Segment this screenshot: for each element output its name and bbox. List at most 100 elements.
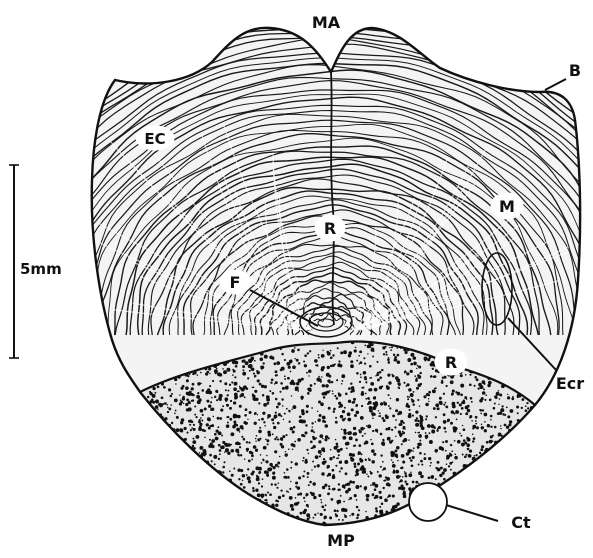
stipple-dot <box>474 376 477 379</box>
stipple-dot <box>265 494 267 496</box>
stipple-dot <box>222 471 224 473</box>
stipple-dot <box>318 354 320 356</box>
stipple-dot <box>420 418 424 422</box>
stipple-dot <box>507 394 508 395</box>
stipple-dot <box>454 456 458 460</box>
stipple-dot <box>521 398 524 401</box>
stipple-dot <box>317 365 318 366</box>
stipple-dot <box>515 491 518 494</box>
stipple-dot <box>490 510 494 514</box>
stipple-dot <box>277 462 280 465</box>
stipple-dot <box>506 455 508 457</box>
stipple-dot <box>255 449 258 452</box>
stipple-dot <box>460 393 463 396</box>
stipple-dot <box>211 481 214 484</box>
stipple-dot <box>213 455 217 459</box>
stipple-dot <box>219 417 222 420</box>
stipple-dot <box>423 457 426 460</box>
stipple-dot <box>255 441 256 442</box>
stipple-dot <box>320 454 322 456</box>
stipple-dot <box>253 524 256 527</box>
stipple-dot <box>385 428 388 431</box>
stipple-dot <box>527 432 529 434</box>
stipple-dot <box>252 395 255 398</box>
stipple-dot <box>390 451 394 455</box>
stipple-dot <box>274 516 278 520</box>
stipple-dot <box>258 419 260 421</box>
stipple-dot <box>373 453 376 456</box>
stipple-dot <box>365 393 367 395</box>
stipple-dot <box>280 489 282 491</box>
stipple-dot <box>148 428 150 430</box>
stipple-dot <box>501 489 503 491</box>
stipple-dot <box>222 466 225 469</box>
stipple-dot <box>314 359 318 363</box>
stipple-dot <box>521 407 523 409</box>
stipple-dot <box>398 411 402 415</box>
stipple-dot <box>298 476 301 479</box>
stipple-dot <box>475 423 477 425</box>
stipple-dot <box>413 447 415 449</box>
stipple-dot <box>374 488 377 491</box>
stipple-dot <box>180 401 183 404</box>
stipple-dot <box>202 526 204 528</box>
stipple-dot <box>477 387 479 389</box>
stipple-dot <box>154 392 156 394</box>
stipple-dot <box>415 410 418 413</box>
stipple-dot <box>338 454 340 456</box>
stipple-dot <box>171 393 173 395</box>
stipple-dot <box>278 482 280 484</box>
stipple-dot <box>230 497 231 498</box>
stipple-dot <box>386 523 388 525</box>
stipple-dot <box>399 481 401 483</box>
stipple-dot <box>419 440 421 442</box>
stipple-dot <box>512 505 515 508</box>
stipple-dot <box>347 418 351 422</box>
stipple-dot <box>227 494 229 496</box>
stipple-dot <box>197 374 199 376</box>
stipple-dot <box>533 452 536 455</box>
stipple-dot <box>275 381 278 384</box>
stipple-dot <box>211 460 213 462</box>
stipple-dot <box>221 445 225 449</box>
stipple-dot <box>459 403 462 406</box>
stipple-dot <box>278 413 281 416</box>
stipple-dot <box>285 477 287 479</box>
stipple-dot <box>174 455 178 459</box>
stipple-dot <box>328 485 330 487</box>
stipple-dot <box>183 446 186 449</box>
stipple-dot <box>379 474 382 477</box>
stipple-dot <box>427 424 431 428</box>
stipple-dot <box>463 439 466 442</box>
stipple-dot <box>454 453 456 455</box>
stipple-dot <box>205 490 209 494</box>
stipple-dot <box>417 443 420 446</box>
stipple-dot <box>435 478 437 480</box>
stipple-dot <box>168 511 170 513</box>
stipple-dot <box>225 483 229 487</box>
stipple-dot <box>504 424 507 427</box>
stipple-dot <box>445 402 447 404</box>
stipple-dot <box>421 464 423 466</box>
stipple-dot <box>167 454 169 456</box>
stipple-dot <box>159 438 162 441</box>
stipple-dot <box>134 457 136 459</box>
stipple-dot <box>276 436 278 438</box>
stipple-dot <box>320 402 324 406</box>
stipple-dot <box>149 459 151 461</box>
stipple-dot <box>396 398 399 401</box>
stipple-dot <box>381 385 383 387</box>
stipple-dot <box>472 425 476 429</box>
stipple-dot <box>502 449 506 453</box>
stipple-dot <box>150 466 154 470</box>
stipple-dot <box>222 486 225 489</box>
stipple-dot <box>335 421 338 424</box>
stipple-dot <box>179 428 183 432</box>
stipple-dot <box>410 459 413 462</box>
stipple-dot <box>182 474 186 478</box>
stipple-dot <box>170 404 172 406</box>
stipple-dot <box>245 408 248 411</box>
stipple-dot <box>255 398 258 401</box>
stipple-dot <box>435 403 439 407</box>
stipple-dot <box>511 487 515 491</box>
